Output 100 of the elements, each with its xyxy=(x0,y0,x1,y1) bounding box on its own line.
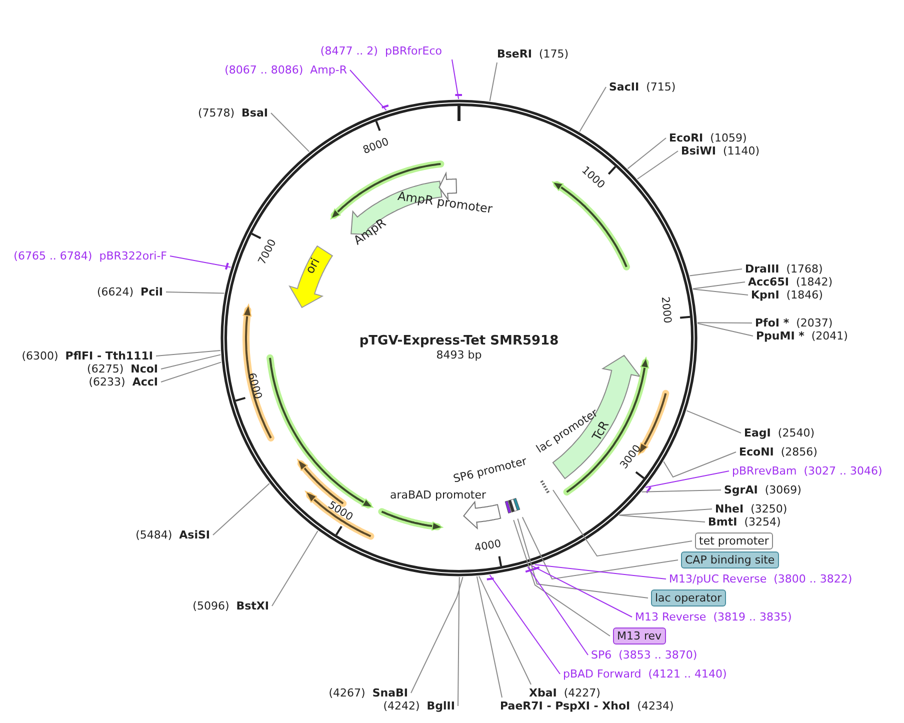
leader-line xyxy=(160,354,222,370)
site-position: (7578) xyxy=(198,106,235,120)
site-position: (4267) xyxy=(328,686,366,700)
leader-line xyxy=(619,508,712,516)
sequence-length-label: 8493 bp xyxy=(436,348,482,362)
site-position: (1140) xyxy=(722,144,760,158)
primer-range: (3027 .. 3046) xyxy=(804,464,882,478)
site-position: (6233) xyxy=(88,376,126,388)
site-position: (2041) xyxy=(811,330,848,342)
leader-line xyxy=(645,470,730,488)
feature-label: AmpR promoter xyxy=(396,190,494,216)
leader-line xyxy=(522,516,678,580)
site-position: (6300) xyxy=(22,350,58,362)
site-position: (1842) xyxy=(796,276,833,288)
leader-line xyxy=(350,70,387,111)
map-title: pTGV-Express-Tet SMR5918 xyxy=(359,334,559,348)
site-position: (1768) xyxy=(786,262,823,276)
leader-line xyxy=(478,576,532,685)
leader-line xyxy=(689,268,742,276)
tick-label: 8000 xyxy=(361,136,391,157)
enzyme-name: BstXI xyxy=(236,600,269,612)
primer-range: (8477 .. 2) xyxy=(320,44,378,58)
leader-line xyxy=(489,62,498,102)
enzyme-name: BseRI xyxy=(497,48,532,60)
primer-range: (8067 .. 8086) xyxy=(224,64,304,76)
site-position: (715) xyxy=(646,80,676,94)
site-position: (2037) xyxy=(796,316,833,330)
enzyme-name: BsiWI xyxy=(681,144,716,158)
primer-range: (6765 .. 6784) xyxy=(14,250,92,262)
enzyme-name: NheI xyxy=(715,502,744,516)
tick-label: 4000 xyxy=(474,538,502,554)
leader-line xyxy=(166,292,225,294)
enzyme-name: DraIII xyxy=(745,262,780,276)
enzyme-name: PpuMI * xyxy=(756,330,804,342)
primer-name: Amp-R xyxy=(310,64,347,76)
leader-line xyxy=(697,322,754,336)
enzyme-name: XbaI xyxy=(529,686,557,700)
primer-name: M13 Reverse xyxy=(635,610,706,624)
leader-line xyxy=(663,452,736,478)
primer-name: pBAD Forward xyxy=(563,668,642,680)
enzyme-name: Acc65I xyxy=(748,276,789,288)
leader-line xyxy=(618,514,706,522)
enzyme-name: PaeR7I - PspXI - XhoI xyxy=(500,700,630,712)
leader-line xyxy=(692,282,746,290)
leader-line xyxy=(160,362,222,382)
site-position: (6624) xyxy=(96,286,134,298)
enzyme-name: EcoNI xyxy=(739,446,774,458)
site-position: (3250) xyxy=(750,502,788,516)
enzyme-name: BglII xyxy=(426,700,455,712)
primer-name: pBR322ori-F xyxy=(99,250,167,262)
feature-tag: CAP binding site xyxy=(681,552,779,568)
leader-line xyxy=(156,350,221,356)
enzyme-name: SacII xyxy=(609,80,640,94)
enzyme-name: NcoI xyxy=(130,362,158,376)
leader-line xyxy=(627,138,666,170)
leader-line xyxy=(531,565,632,618)
leader-line xyxy=(641,490,722,492)
feature-label: ori xyxy=(304,256,322,276)
site-position: (1059) xyxy=(710,132,747,144)
tick-label: 2000 xyxy=(658,296,674,324)
leader-line xyxy=(517,518,648,598)
primer-range: (3800 .. 3822) xyxy=(774,572,852,586)
site-position: (4242) xyxy=(383,700,420,712)
feature-tag: tet promoter xyxy=(695,532,773,550)
enzyme-name: KpnI xyxy=(751,288,780,302)
leader-line xyxy=(452,59,460,100)
site-position: (2856) xyxy=(780,446,818,458)
leader-line xyxy=(212,483,270,536)
leader-line xyxy=(527,566,588,656)
enzyme-name: EagI xyxy=(744,426,771,440)
enzyme-name: BmtI xyxy=(708,516,738,528)
site-position: (5096) xyxy=(192,600,230,612)
site-position: (1846) xyxy=(786,288,823,302)
enzyme-name: PflFI - Tth111I xyxy=(65,350,153,362)
leader-line xyxy=(489,574,560,674)
primer-range: (3819 .. 3835) xyxy=(713,610,792,624)
leader-line xyxy=(534,564,666,580)
enzyme-name: PciI xyxy=(140,286,163,298)
primer-range: (3853 .. 3870) xyxy=(618,648,698,662)
leader-line xyxy=(410,576,464,694)
site-position: (4227) xyxy=(564,686,600,700)
tick-label: 6000 xyxy=(245,372,264,401)
enzyme-name: AsiSI xyxy=(179,528,210,542)
tick-label: 7000 xyxy=(256,237,279,267)
enzyme-name: AccI xyxy=(132,376,158,388)
primer-name: M13/pUC Reverse xyxy=(669,572,767,586)
site-position: (4234) xyxy=(637,700,674,712)
primer-range: (4121 .. 4140) xyxy=(648,668,727,680)
enzyme-name: SnaBI xyxy=(372,686,408,700)
site-position: (175) xyxy=(538,48,569,60)
leader-line xyxy=(476,576,502,698)
enzyme-name: PfoI * xyxy=(755,316,790,330)
site-position: (6275) xyxy=(87,362,124,376)
primer-name: pBRforEco xyxy=(384,44,442,58)
site-position: (2540) xyxy=(778,426,814,440)
leader-line xyxy=(272,530,318,606)
leader-line xyxy=(513,520,610,636)
site-position: (5484) xyxy=(136,528,172,542)
leader-line xyxy=(552,490,692,557)
enzyme-name: SgrAI xyxy=(724,484,758,496)
